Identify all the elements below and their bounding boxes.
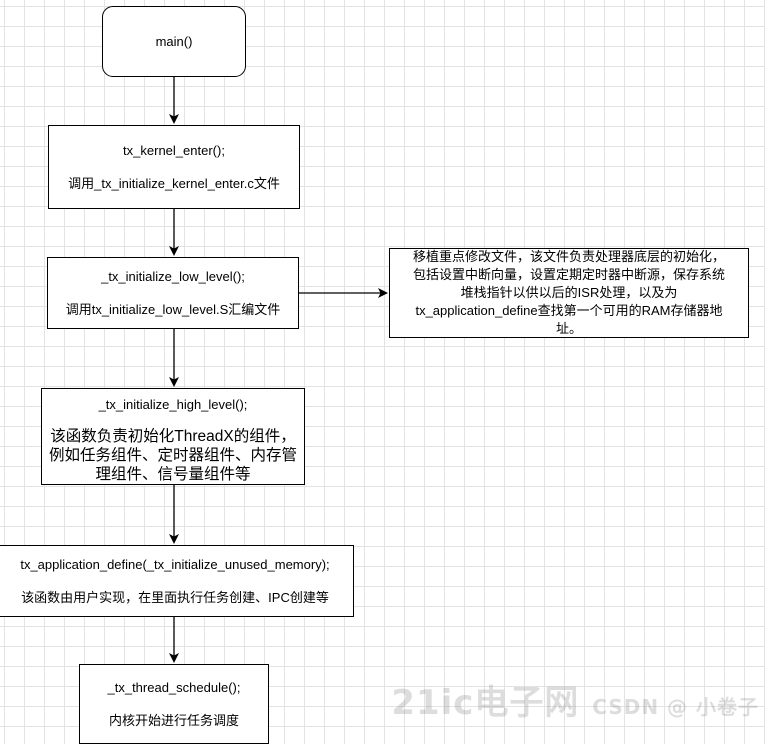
- note-line-3: 堆栈指针以供以后的ISR处理，以及为: [460, 285, 678, 300]
- app-define-call: tx_application_define(_tx_initialize_unu…: [20, 557, 330, 572]
- note-line-2: 包括设置中断向量，设置定期定时器中断源，保存系统: [412, 267, 725, 282]
- app-define-desc: 该函数由用户实现，在里面执行任务创建、IPC创建等: [21, 590, 329, 605]
- watermark-main: 21ic电子网: [391, 683, 580, 723]
- watermark: 21ic电子网 CSDN @ 小卷子: [391, 675, 759, 724]
- node-high-level: _tx_initialize_high_level(); 该函数负责初始化Thr…: [41, 388, 305, 485]
- node-schedule: _tx_thread_schedule(); 内核开始进行任务调度: [79, 664, 269, 744]
- schedule-desc: 内核开始进行任务调度: [108, 713, 239, 728]
- high-level-call: _tx_initialize_high_level();: [98, 397, 248, 412]
- connectors: [169, 77, 388, 663]
- kernel-enter-desc: 调用_tx_initialize_kernel_enter.c文件: [68, 176, 280, 191]
- node-kernel-enter: tx_kernel_enter(); 调用_tx_initialize_kern…: [48, 125, 300, 209]
- node-main-label: main(): [155, 34, 193, 49]
- high-level-desc-3: 理组件、信号量组件等: [95, 466, 251, 483]
- watermark-sub: CSDN @ 小卷子: [592, 695, 759, 719]
- node-low-level: _tx_initialize_low_level(); 调用tx_initial…: [47, 257, 299, 329]
- high-level-desc-1: 该函数负责初始化ThreadX的组件，: [50, 428, 296, 445]
- note-line-4: tx_application_define查找第一个可用的RAM存储器地: [415, 303, 723, 318]
- low-level-desc: 调用tx_initialize_low_level.S汇编文件: [65, 302, 281, 317]
- low-level-call: _tx_initialize_low_level();: [101, 269, 245, 284]
- kernel-enter-call: tx_kernel_enter();: [123, 143, 225, 158]
- note-line-5: 址。: [555, 321, 582, 336]
- high-level-desc-2: 例如任务组件、定时器组件、内存管: [48, 447, 297, 464]
- node-main: main(): [102, 6, 246, 77]
- note-line-1: 移植重点修改文件，该文件负责处理器底层的初始化，: [412, 249, 725, 264]
- schedule-call: _tx_thread_schedule();: [107, 680, 241, 695]
- node-app-define: tx_application_define(_tx_initialize_unu…: [0, 545, 354, 617]
- node-note: 移植重点修改文件，该文件负责处理器底层的初始化， 包括设置中断向量，设置定期定时…: [389, 248, 749, 338]
